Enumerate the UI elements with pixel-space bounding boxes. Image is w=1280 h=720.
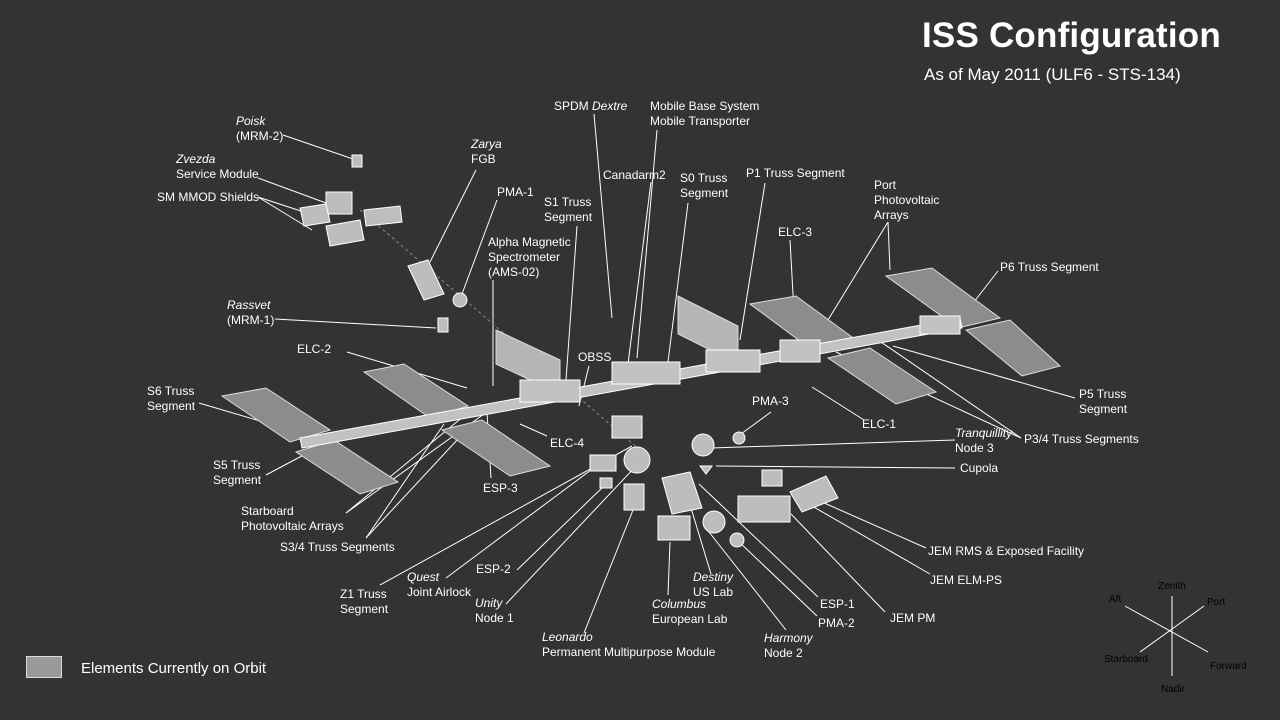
z1-label-2: Segment: [340, 602, 389, 616]
quest-type: Joint Airlock: [407, 585, 472, 599]
elc1-label: ELC-1: [862, 417, 897, 431]
cupola-label: Cupola: [960, 461, 999, 475]
stbd-pva-label-2: Photovoltaic Arrays: [241, 519, 344, 533]
modules: [299, 154, 839, 548]
columbus-type: European Lab: [652, 612, 728, 626]
esp2-label: ESP-2: [476, 562, 511, 576]
zenith-label: Zenith: [1158, 581, 1186, 592]
ams-label-1: Alpha Magnetic: [488, 235, 571, 249]
rassvet-type: (MRM-1): [227, 313, 275, 327]
destiny-label: Destiny: [693, 570, 734, 584]
integrated-truss: [299, 315, 963, 449]
p1-label: P1 Truss Segment: [746, 166, 845, 180]
aft-label: Aft: [1109, 594, 1121, 605]
s1-label-1: S1 Truss: [544, 195, 592, 209]
unity-type: Node 1: [475, 611, 514, 625]
leonardo-type: Permanent Multipurpose Module: [542, 645, 716, 659]
spdm-label: SPDM: [554, 99, 589, 113]
s6-label-2: Segment: [147, 399, 196, 413]
harmony-label: Harmony: [764, 631, 813, 645]
pma2-label: PMA-2: [818, 616, 855, 630]
port-pva-label-3: Arrays: [874, 208, 909, 222]
p34-label: P3/4 Truss Segments: [1024, 432, 1139, 446]
elc4-label: ELC-4: [550, 436, 585, 450]
legend-swatch: [26, 656, 62, 678]
tranquillity-type: Node 3: [955, 441, 994, 455]
canadarm2-label: Canadarm2: [603, 168, 666, 182]
orientation-compass: Zenith Nadir Aft Port Starboard Forward: [1104, 581, 1247, 695]
pma3-label: PMA-3: [752, 394, 789, 408]
tranquillity-label: Tranquillity: [955, 426, 1013, 440]
ams-label-2: Spectrometer: [488, 250, 561, 264]
port-solar-arrays: [748, 267, 1062, 405]
port-pva-label-2: Photovoltaic: [874, 193, 940, 207]
jem-elm-label: JEM ELM-PS: [930, 573, 1003, 587]
destiny-type: US Lab: [693, 585, 734, 599]
esp3-label: ESP-3: [483, 481, 518, 495]
s0-label-1: S0 Truss: [680, 171, 728, 185]
harmony-type: Node 2: [764, 646, 803, 660]
obss-label: OBSS: [578, 350, 612, 364]
poisk-label: Poisk: [236, 114, 266, 128]
elc2-label: ELC-2: [297, 342, 332, 356]
poisk-type: (MRM-2): [236, 129, 284, 143]
elc3-label: ELC-3: [778, 225, 813, 239]
zvezda-type: Service Module: [176, 167, 259, 181]
dextre-label: Dextre: [592, 99, 628, 113]
p5-label-1: P5 Truss: [1079, 387, 1127, 401]
s5-label-1: S5 Truss: [213, 458, 261, 472]
port-pva-label-1: Port: [874, 178, 897, 192]
starboard-solar-arrays: [220, 363, 552, 495]
columbus-label: Columbus: [652, 597, 707, 611]
zarya-label: Zarya: [471, 137, 502, 151]
quest-label: Quest: [407, 570, 440, 584]
s0-label-2: Segment: [680, 186, 729, 200]
page-title: ISS Configuration: [922, 16, 1221, 55]
unity-label: Unity: [475, 596, 503, 610]
rassvet-label: Rassvet: [227, 298, 271, 312]
jem-pm-label: JEM PM: [890, 611, 936, 625]
ams-label-3: (AMS-02): [488, 265, 540, 279]
mt-label: Mobile Transporter: [650, 114, 751, 128]
leonardo-label: Leonardo: [542, 630, 593, 644]
port-label: Port: [1207, 597, 1226, 608]
starboard-label: Starboard: [1104, 654, 1148, 665]
s6-label-1: S6 Truss: [147, 384, 195, 398]
esp1-label: ESP-1: [820, 597, 855, 611]
legend-label: Elements Currently on Orbit: [81, 660, 267, 677]
forward-label: Forward: [1210, 661, 1247, 672]
s34-label: S3/4 Truss Segments: [280, 540, 395, 554]
sm-mmod-label: SM MMOD Shields: [157, 190, 260, 204]
zvezda-label: Zvezda: [176, 152, 216, 166]
pma1-label: PMA-1: [497, 185, 534, 199]
stbd-pva-label-1: Starboard: [241, 504, 294, 518]
s5-label-2: Segment: [213, 473, 262, 487]
p6-label: P6 Truss Segment: [1000, 260, 1099, 274]
z1-label-1: Z1 Truss: [340, 587, 387, 601]
page-subtitle: As of May 2011 (ULF6 - STS-134): [924, 65, 1181, 84]
s1-label-2: Segment: [544, 210, 593, 224]
nadir-label: Nadir: [1161, 684, 1186, 695]
jem-rms-label: JEM RMS & Exposed Facility: [928, 544, 1085, 558]
p5-label-2: Segment: [1079, 402, 1128, 416]
zarya-type: FGB: [471, 152, 496, 166]
mbs-label: Mobile Base System: [650, 99, 760, 113]
radiators: [495, 295, 739, 395]
